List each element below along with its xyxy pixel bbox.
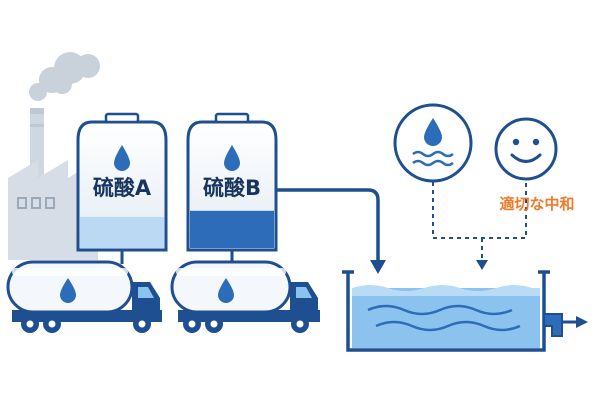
smiley-face-icon: [494, 117, 558, 181]
tank-a: 硫酸A: [76, 112, 168, 252]
tank-b: 硫酸B: [186, 112, 278, 252]
tank-a-liquid: [80, 217, 164, 248]
tanker-truck-icon: [170, 260, 320, 333]
tank-b-label: 硫酸B: [203, 176, 261, 200]
water-drop-icon: [60, 278, 76, 303]
water-drop-with-waves-icon: [393, 103, 473, 183]
feed-pipe: [276, 188, 386, 274]
tank-a-label: 硫酸A: [93, 176, 152, 200]
dashed-connectors: [432, 180, 527, 262]
neutralization-basin: [342, 270, 550, 352]
factory-icon: [8, 108, 98, 260]
water-drop-icon: [218, 278, 234, 303]
neutralization-label: 適切な中和: [499, 195, 574, 213]
arrow-down-icon: [370, 260, 386, 274]
water-drop-icon: [114, 145, 130, 171]
tanker-truck-icon: [6, 260, 162, 333]
water-drop-icon: [224, 145, 240, 171]
arrow-down-icon: [476, 260, 488, 270]
tank-b-liquid: [190, 210, 274, 248]
outlet-arrow-icon: [543, 313, 588, 337]
smoke-cloud: [29, 52, 100, 101]
